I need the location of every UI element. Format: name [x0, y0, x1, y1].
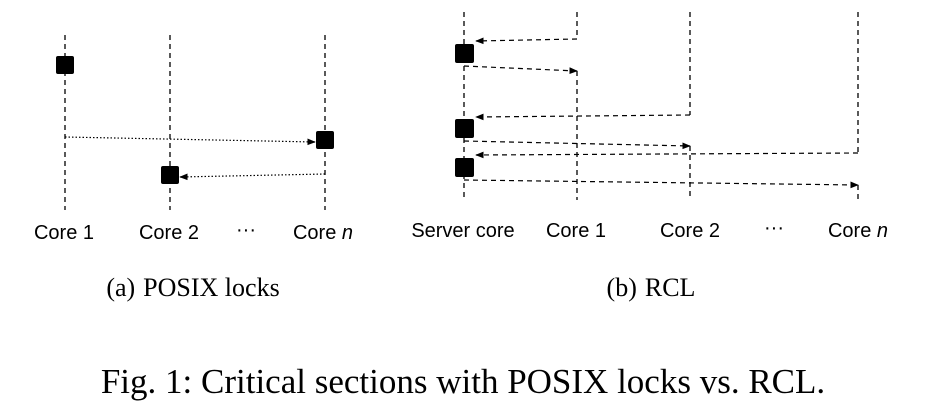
lock-handoff-arrow-2	[179, 173, 326, 181]
core-label-b-n-word: Core	[828, 220, 877, 242]
core-label-a-n: Core n	[293, 222, 353, 244]
request-arrow-core-1	[475, 37, 578, 45]
critical-section-b-2	[455, 119, 474, 138]
request-arrow-core-2	[475, 113, 691, 121]
subcaption-a-letter: (a)	[106, 273, 135, 302]
core-label-b-n: Core n	[828, 220, 888, 242]
figure-caption: Fig. 1: Critical sections with POSIX loc…	[101, 362, 825, 401]
critical-section-a-core-n	[316, 131, 334, 149]
subcaption-a-title: POSIX locks	[143, 273, 280, 302]
subcaption-b-letter: (b)	[607, 273, 637, 302]
critical-section-a-core-1	[56, 56, 74, 74]
core-label-a-n-word: Core	[293, 222, 342, 244]
core-label-b-ellipsis: ···	[764, 217, 784, 239]
lock-handoff-arrow-1	[64, 136, 316, 146]
core-label-a-2: Core 2	[139, 222, 199, 244]
subcaption-a: (a) POSIX locks	[106, 273, 279, 302]
core-label-b-server: Server core	[411, 220, 514, 242]
reply-arrow-core-1	[463, 65, 578, 75]
panel-b-rcl: Server core Core 1 Core 2 ··· Core n (b)…	[411, 12, 888, 302]
core-label-a-ellipsis: ···	[236, 219, 256, 241]
reply-arrow-core-2	[463, 140, 691, 150]
core-label-b-2: Core 2	[660, 220, 720, 242]
request-arrow-core-n	[475, 151, 859, 159]
critical-section-b-3	[455, 158, 474, 177]
panel-a-posix: Core 1 Core 2 ··· Core n (a) POSIX locks	[34, 35, 353, 302]
core-label-b-1: Core 1	[546, 220, 606, 242]
subcaption-b: (b) RCL	[607, 273, 696, 302]
critical-section-b-1	[455, 44, 474, 63]
core-label-a-1: Core 1	[34, 222, 94, 244]
core-label-b-n-var: n	[877, 220, 888, 242]
reply-arrow-core-n	[463, 179, 859, 189]
critical-section-a-core-2	[161, 166, 179, 184]
core-label-a-n-var: n	[342, 222, 353, 244]
subcaption-b-title: RCL	[645, 273, 696, 302]
